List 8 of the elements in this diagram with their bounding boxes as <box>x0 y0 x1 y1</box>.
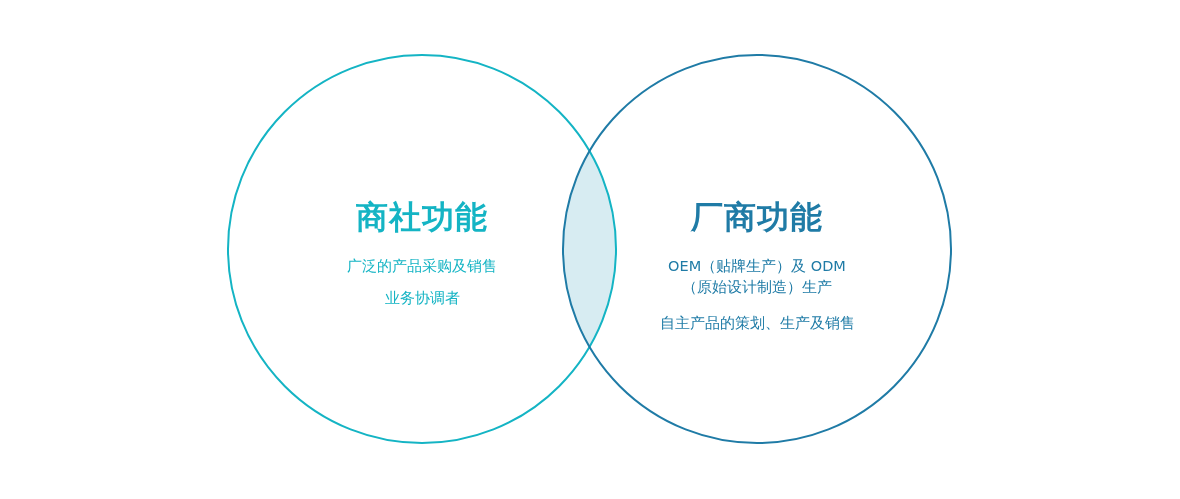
circle-text: 自主产品的策划、生产及销售 <box>658 314 856 333</box>
circle-text: 业务协调者 <box>383 289 461 308</box>
circle-title: 商社功能 <box>355 197 489 238</box>
circle-text: 广泛的产品采购及销售 <box>346 257 498 276</box>
venn-circle <box>227 54 617 444</box>
circle-title: 厂商功能 <box>689 197 824 238</box>
circle-text: OEM（贴牌生产）及 ODM（原始设计制造）生产 <box>667 257 847 297</box>
venn-circle <box>562 54 952 444</box>
